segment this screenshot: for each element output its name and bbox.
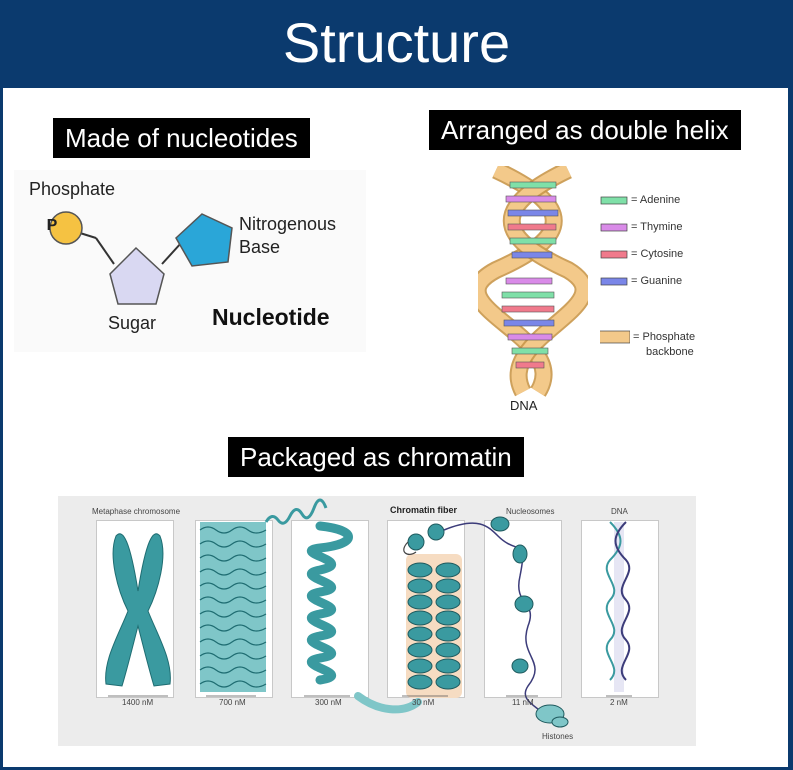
- phosphate-label: Phosphate: [29, 179, 116, 199]
- scale-2: 2 nM: [610, 698, 628, 707]
- scale-700: 700 nM: [219, 698, 246, 707]
- scale-11: 11 nM: [512, 698, 534, 707]
- swatch-cytosine: [600, 250, 628, 259]
- legend-backbone-2: backbone: [646, 346, 694, 358]
- helix-legend-swatches: [600, 196, 630, 344]
- label-nucleotides: Made of nucleotides: [53, 118, 310, 158]
- swatch-backbone: [600, 330, 630, 344]
- scale-300: 300 nM: [315, 698, 342, 707]
- sugar-label: Sugar: [108, 313, 157, 333]
- histones-label: Histones: [542, 732, 574, 741]
- nucleotide-shapes: [49, 211, 233, 305]
- legend-thymine: = Thymine: [631, 221, 683, 233]
- legend-adenine: = Adenine: [631, 194, 681, 206]
- chromatin-title-nucleosomes: Nucleosomes: [506, 507, 555, 516]
- chromatin-title-metaphase: Metaphase chromosome: [92, 507, 181, 516]
- label-double-helix: Arranged as double helix: [429, 110, 741, 150]
- label-chromatin: Packaged as chromatin: [228, 437, 524, 477]
- phosphate-symbol: P: [46, 217, 58, 234]
- metaphase-chromosome: [105, 533, 171, 687]
- legend-backbone-1: = Phosphate: [633, 331, 696, 343]
- chromatin-title-fiber: Chromatin fiber: [390, 505, 458, 515]
- nucleotide-label: Nucleotide: [212, 304, 330, 330]
- chromatin-graphics: [105, 498, 632, 728]
- phosphate-circle: [49, 211, 83, 245]
- base-label-2: Base: [239, 237, 281, 257]
- base-label-1: Nitrogenous: [239, 214, 337, 234]
- chromatin-title-dna: DNA: [611, 507, 628, 516]
- swatch-thymine: [600, 223, 628, 232]
- dna-caption: DNA: [510, 398, 538, 413]
- scale-30: 30 nM: [412, 698, 435, 707]
- double-helix-graphic: [478, 166, 588, 397]
- base-pentagon: [175, 213, 233, 267]
- sugar-pentagon: [109, 246, 165, 305]
- legend-cytosine: = Cytosine: [631, 248, 684, 260]
- swatch-guanine: [600, 277, 628, 286]
- title-bar: [0, 0, 793, 88]
- page-title: Structure: [282, 11, 511, 74]
- swatch-adenine: [600, 196, 628, 205]
- legend-guanine: = Guanine: [631, 275, 683, 287]
- scale-1400: 1400 nM: [122, 698, 154, 707]
